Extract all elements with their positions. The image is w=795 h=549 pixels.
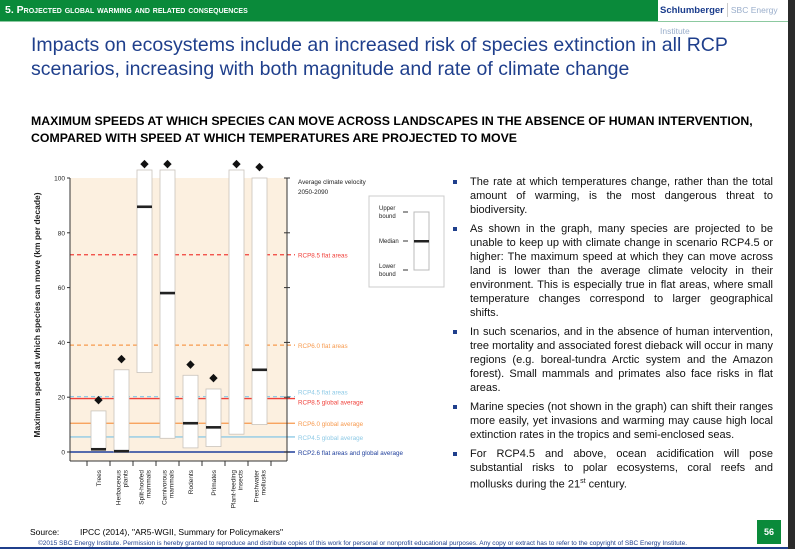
legend-box (368, 195, 445, 288)
legend-upper: bound (379, 214, 396, 220)
category-label: Primates (211, 469, 218, 495)
range-bar (205, 388, 222, 447)
category-label: Trees (96, 469, 103, 486)
category-label: mollusks (261, 469, 268, 495)
category-label: Carnivorous (162, 469, 169, 505)
squirrel-icon: ◆ (186, 358, 195, 370)
logo-divider (726, 3, 728, 18)
range-bar (136, 169, 153, 373)
right-axis-title: Average climate velocity (298, 179, 367, 186)
median-marker (183, 421, 198, 425)
legend-upper: Upper (379, 206, 395, 212)
category-label: insects (238, 469, 245, 490)
range-bar (251, 177, 268, 426)
window-edge (788, 0, 795, 549)
source-note: Source: IPCC (2014), "AR5-WGII, Summary f… (30, 527, 283, 537)
monkey-icon: ◆ (209, 372, 218, 384)
moose-icon: ◆ (140, 158, 149, 170)
footer-divider (0, 547, 788, 549)
source-text: IPCC (2014), "AR5-WGII, Summary for Poli… (80, 527, 283, 537)
bullet-item: The rate at which temperatures change, r… (453, 175, 773, 217)
reference-line-label: RCP6.0 flat areas (298, 343, 348, 350)
copyright-note: ©2015 SBC Energy Institute. Permission i… (38, 540, 687, 547)
superscript: st (580, 478, 586, 485)
section-header: 5. Projected global warming and related … (0, 0, 658, 21)
range-bar (113, 369, 130, 453)
bullet-text-end: century. (585, 478, 627, 491)
reference-line-label: RCP8.5 flat areas (298, 253, 348, 260)
legend-lower: Lower (379, 264, 395, 270)
page-number: 56 (757, 520, 781, 544)
category-label: Rodents (188, 469, 195, 494)
right-axis-title: 2050-2090 (298, 189, 329, 196)
y-axis-label: Maximum speed at which species can move … (32, 192, 42, 437)
reference-line-label: RCP4.5 global average (298, 435, 364, 442)
bullet-item: Marine species (not shown in the graph) … (453, 400, 773, 442)
category-label: Freshwater (254, 469, 261, 502)
y-tick-label: 20 (58, 395, 66, 402)
bullet-item: In such scenarios, and in the absence of… (453, 325, 773, 395)
plot-background (70, 178, 287, 461)
category-label: mammals (169, 469, 176, 498)
median-marker (206, 426, 221, 429)
wolf-icon: ◆ (163, 158, 172, 170)
median-marker (252, 368, 267, 372)
slide-title: Impacts on ecosystems include an increas… (31, 34, 728, 80)
reference-line-label: RCP6.0 global average (298, 421, 364, 428)
bullet-list: The rate at which temperatures change, r… (453, 175, 773, 497)
bullet-text: For RCP4.5 and above, ocean acidificatio… (470, 448, 773, 491)
category-label: Plant-feeding (231, 470, 238, 509)
reference-line-label: RCP8.5 global average (298, 400, 364, 407)
bullet-item: For RCP4.5 and above, ocean acidificatio… (453, 447, 773, 492)
legend-bar (413, 211, 430, 271)
median-marker (160, 291, 175, 295)
range-bar (182, 374, 199, 449)
reference-line-label: RCP2.6 flat areas and global average (298, 450, 404, 457)
chart-title: MAXIMUM SPEEDS AT WHICH SPECIES CAN MOVE… (31, 114, 753, 145)
y-tick-label: 60 (58, 285, 66, 292)
category-label: Split-hoofed (139, 470, 146, 505)
range-bar (228, 169, 245, 435)
median-marker (91, 447, 106, 451)
logo-institute: SBC Energy Institute (660, 5, 778, 36)
source-label: Source: (30, 527, 60, 537)
legend-median (414, 240, 429, 243)
reference-line-label: RCP4.5 flat areas (298, 390, 348, 397)
range-bar (90, 410, 107, 450)
y-tick-label: 80 (58, 230, 66, 237)
range-bar (159, 169, 176, 439)
plant-icon: ◆ (117, 353, 126, 365)
legend-lower: bound (379, 272, 396, 278)
median-marker (114, 449, 129, 453)
y-tick-label: 100 (54, 176, 65, 183)
median-marker (137, 205, 152, 209)
logo-brand: Schlumberger (660, 5, 724, 16)
category-label: mammals (146, 469, 153, 498)
mollusk-icon: ◆ (255, 161, 264, 173)
y-tick-label: 0 (61, 450, 65, 457)
category-label: plants (123, 469, 130, 487)
butterfly-icon: ◆ (232, 158, 241, 170)
y-tick-label: 40 (58, 340, 66, 347)
bullet-item: As shown in the graph, many species are … (453, 222, 773, 320)
legend-median-label: Median (379, 239, 399, 245)
category-label: Herbaceous (116, 469, 123, 505)
header-divider (0, 21, 788, 22)
tree-icon: ◆ (94, 394, 103, 406)
